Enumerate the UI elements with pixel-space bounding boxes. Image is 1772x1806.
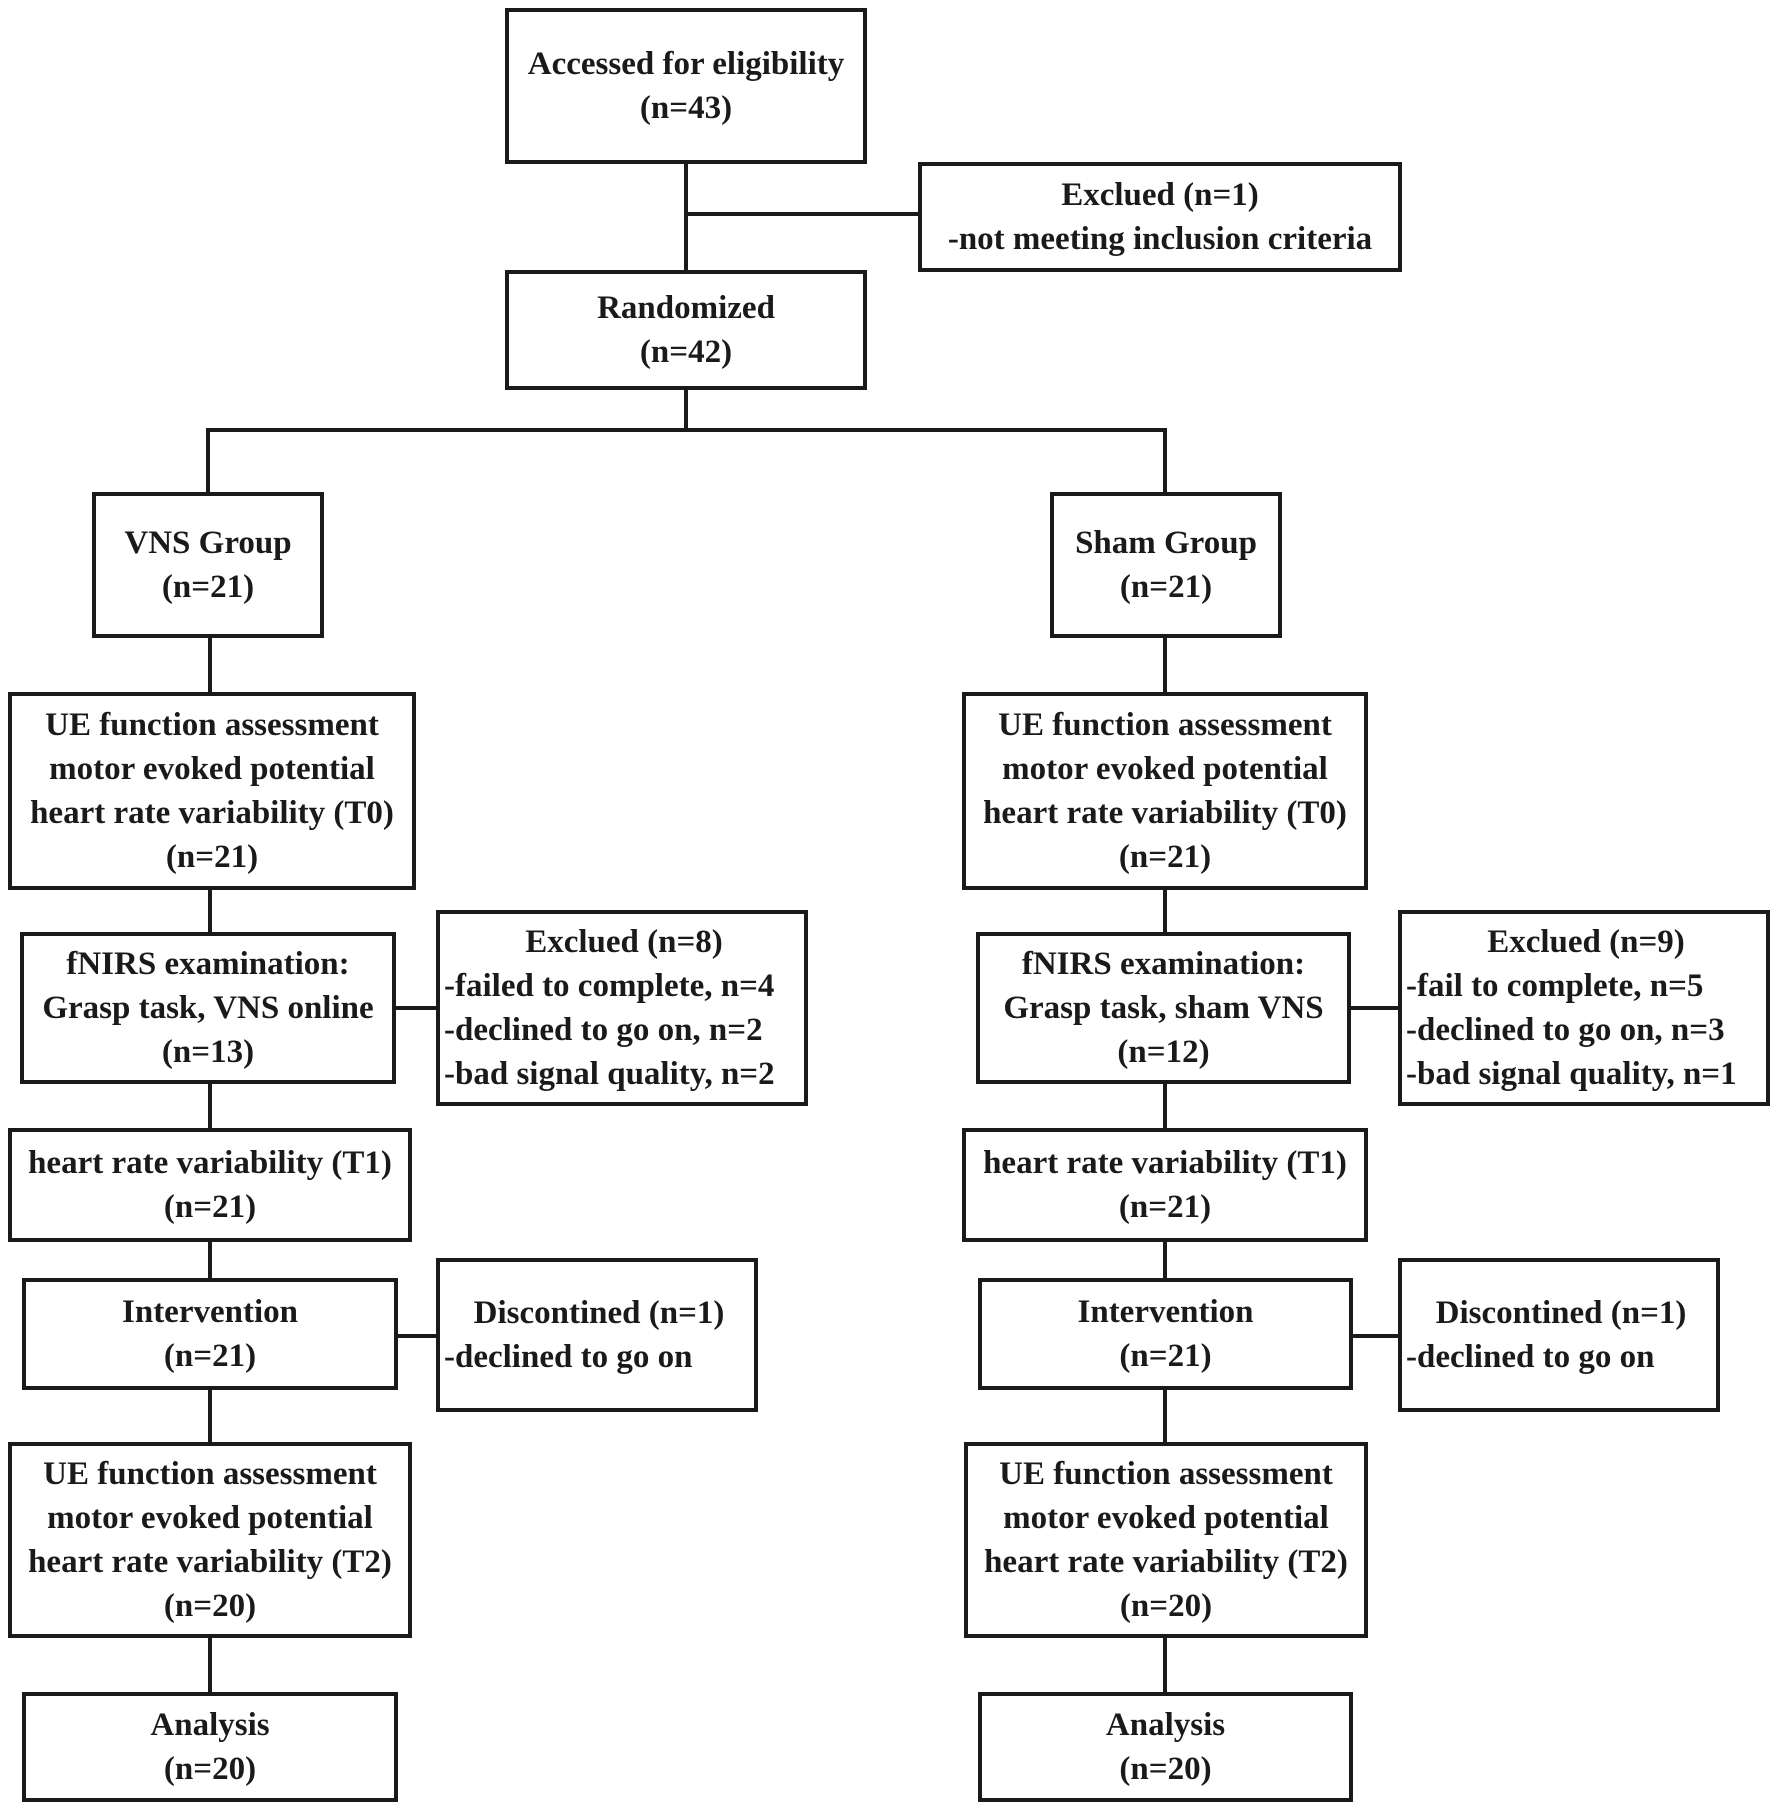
vns-fnirs-excl-line-2: -failed to complete, n=4 xyxy=(444,968,775,1004)
vns-t0-line-3: heart rate variability (T0) xyxy=(30,795,394,831)
vns-intervention-line-1: Intervention xyxy=(122,1294,298,1330)
sham-intervention-line-1: Intervention xyxy=(1077,1294,1254,1330)
sham-t2-line-2: motor evoked potential xyxy=(1003,1500,1329,1536)
vns-t0-box: UE function assessment motor evoked poten… xyxy=(8,692,416,890)
assessed-line-2: (n=43) xyxy=(639,90,733,126)
vns-fnirs-line-1: fNIRS examination: xyxy=(66,946,350,982)
vns-discontinued-box: Discontined (n=1) -declined to go on xyxy=(436,1258,758,1412)
sham-intervention-box: Intervention (n=21) xyxy=(978,1278,1353,1390)
sham-t2-line-4: (n=20) xyxy=(1119,1588,1213,1624)
assessed-box: Accessed for eligibility (n=43) xyxy=(505,8,867,164)
sham-discont-line-2: -declined to go on xyxy=(1406,1339,1655,1375)
sham-t0-line-2: motor evoked potential xyxy=(1002,751,1328,787)
sham-t1-box: heart rate variability (T1) (n=21) xyxy=(962,1128,1368,1242)
sham-fnirs-excl-line-4: -bad signal quality, n=1 xyxy=(1406,1056,1737,1092)
vns-intervention-box: Intervention (n=21) xyxy=(22,1278,398,1390)
vns-fnirs-line-2: Grasp task, VNS online xyxy=(42,990,374,1026)
sham-fnirs-excl-line-1: Exclued (n=9) xyxy=(1487,924,1685,960)
sham-t0-line-4: (n=21) xyxy=(1118,839,1212,875)
sham-fnirs-excl-line-3: -declined to go on, n=3 xyxy=(1406,1012,1725,1048)
sham-group-line-2: (n=21) xyxy=(1119,569,1213,605)
vns-discont-line-2: -declined to go on xyxy=(444,1339,693,1375)
vns-t0-line-4: (n=21) xyxy=(165,839,259,875)
vns-analysis-line-1: Analysis xyxy=(150,1707,270,1743)
sham-t2-box: UE function assessment motor evoked poten… xyxy=(964,1442,1368,1638)
sham-group-box: Sham Group (n=21) xyxy=(1050,492,1282,638)
sham-intervention-line-2: (n=21) xyxy=(1119,1338,1212,1374)
vns-fnirs-box: fNIRS examination: Grasp task, VNS online… xyxy=(20,932,396,1084)
assessed-line-1: Accessed for eligibility xyxy=(527,46,845,82)
vns-t1-line-2: (n=21) xyxy=(163,1189,257,1225)
vns-fnirs-excluded-box: Exclued (n=8) -failed to complete, n=4 -de… xyxy=(436,910,808,1106)
sham-analysis-box: Analysis (n=20) xyxy=(978,1692,1353,1802)
randomized-line-1: Randomized xyxy=(597,290,775,326)
sham-fnirs-excluded-box: Exclued (n=9) -fail to complete, n=5 -decl… xyxy=(1398,910,1770,1106)
sham-t0-line-3: heart rate variability (T0) xyxy=(983,795,1347,831)
vns-fnirs-excl-line-1: Exclued (n=8) xyxy=(525,924,723,960)
vns-t2-line-3: heart rate variability (T2) xyxy=(28,1544,392,1580)
vns-intervention-line-2: (n=21) xyxy=(163,1338,257,1374)
sham-t2-line-1: UE function assessment xyxy=(999,1456,1333,1492)
vns-t2-line-4: (n=20) xyxy=(163,1588,257,1624)
sham-analysis-line-1: Analysis xyxy=(1105,1707,1226,1743)
vns-t0-line-1: UE function assessment xyxy=(45,707,379,743)
vns-discont-line-1: Discontined (n=1) xyxy=(473,1295,725,1331)
sham-fnirs-line-1: fNIRS examination: xyxy=(1021,946,1306,982)
vns-fnirs-excl-line-4: -bad signal quality, n=2 xyxy=(444,1056,775,1092)
vns-t1-line-1: heart rate variability (T1) xyxy=(28,1145,392,1181)
vns-fnirs-excl-line-3: -declined to go on, n=2 xyxy=(444,1012,763,1048)
vns-t2-box: UE function assessment motor evoked poten… xyxy=(8,1442,412,1638)
vns-group-line-2: (n=21) xyxy=(161,569,255,605)
vns-analysis-line-2: (n=20) xyxy=(163,1751,257,1787)
sham-fnirs-line-3: (n=12) xyxy=(1117,1034,1210,1070)
sham-discont-line-1: Discontined (n=1) xyxy=(1435,1295,1687,1331)
excluded-top-line-1: Exclued (n=1) xyxy=(1061,177,1259,213)
vns-analysis-box: Analysis (n=20) xyxy=(22,1692,398,1802)
sham-t2-line-3: heart rate variability (T2) xyxy=(984,1544,1348,1580)
vns-fnirs-line-3: (n=13) xyxy=(161,1034,255,1070)
sham-analysis-line-2: (n=20) xyxy=(1119,1751,1212,1787)
randomized-line-2: (n=42) xyxy=(639,334,733,370)
excluded-top-box: Exclued (n=1) -not meeting inclusion crit… xyxy=(918,162,1402,272)
sham-t0-line-1: UE function assessment xyxy=(998,707,1332,743)
vns-group-box: VNS Group (n=21) xyxy=(92,492,324,638)
vns-t0-line-2: motor evoked potential xyxy=(49,751,375,787)
excluded-top-line-2: -not meeting inclusion criteria xyxy=(947,221,1373,257)
vns-t1-box: heart rate variability (T1) (n=21) xyxy=(8,1128,412,1242)
randomized-box: Randomized (n=42) xyxy=(505,270,867,390)
sham-t1-line-2: (n=21) xyxy=(1118,1189,1212,1225)
vns-group-line-1: VNS Group xyxy=(124,525,292,561)
sham-fnirs-line-2: Grasp task, sham VNS xyxy=(1003,990,1324,1026)
sham-discontinued-box: Discontined (n=1) -declined to go on xyxy=(1398,1258,1720,1412)
sham-group-line-1: Sham Group xyxy=(1075,525,1257,561)
sham-t0-box: UE function assessment motor evoked poten… xyxy=(962,692,1368,890)
sham-fnirs-excl-line-2: -fail to complete, n=5 xyxy=(1406,968,1704,1004)
sham-t1-line-1: heart rate variability (T1) xyxy=(983,1145,1347,1181)
vns-t2-line-1: UE function assessment xyxy=(43,1456,377,1492)
sham-fnirs-box: fNIRS examination: Grasp task, sham VNS (n… xyxy=(976,932,1351,1084)
vns-t2-line-2: motor evoked potential xyxy=(47,1500,373,1536)
